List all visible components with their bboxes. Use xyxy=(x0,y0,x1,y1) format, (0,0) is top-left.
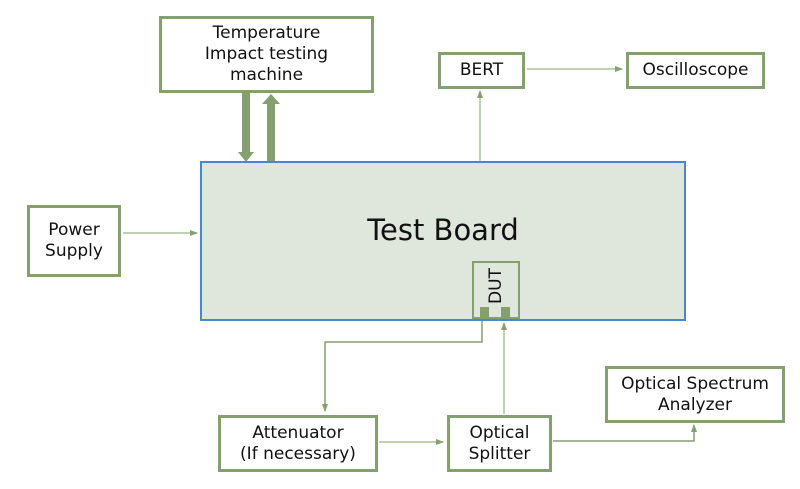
node-label-line: Attenuator xyxy=(252,422,344,443)
test-board-node: Test Board DUT xyxy=(200,161,686,321)
node-label-line: Temperature xyxy=(212,23,321,43)
thick-arrow-down xyxy=(238,93,254,162)
test-board-title: Test Board xyxy=(367,213,519,247)
oscilloscope-node: Oscilloscope xyxy=(626,52,765,89)
node-label-line: Supply xyxy=(45,241,103,261)
optical-splitter-node: Optical Splitter xyxy=(447,415,552,472)
node-label-line: machine xyxy=(229,65,304,85)
dut-component: DUT xyxy=(472,261,520,319)
thick-arrow-up xyxy=(262,94,280,162)
edge-splitter-osa xyxy=(553,424,697,442)
dut-output-pin xyxy=(480,307,489,317)
node-label-line: Optical Spectrum xyxy=(621,373,769,394)
node-label-line: Impact testing xyxy=(204,44,329,64)
dut-label: DUT xyxy=(486,268,506,304)
power-supply-node: Power Supply xyxy=(27,205,121,277)
temperature-impact-machine-node: Temperature Impact testing machine xyxy=(159,16,374,93)
node-label-line: Optical xyxy=(469,422,530,443)
node-label-line: Analyzer xyxy=(658,394,732,415)
attenuator-node: Attenuator (If necessary) xyxy=(218,415,378,472)
node-label-line: BERT xyxy=(459,60,504,80)
node-label-line: (If necessary) xyxy=(240,443,356,464)
optical-spectrum-analyzer-node: Optical Spectrum Analyzer xyxy=(605,366,785,423)
edge-dut-attenuator xyxy=(322,320,483,412)
node-label-line: Oscilloscope xyxy=(642,60,749,80)
dut-input-pin xyxy=(501,307,510,317)
node-label-line: Splitter xyxy=(468,443,531,464)
node-label-line: Power xyxy=(48,220,100,240)
bert-node: BERT xyxy=(438,52,525,89)
